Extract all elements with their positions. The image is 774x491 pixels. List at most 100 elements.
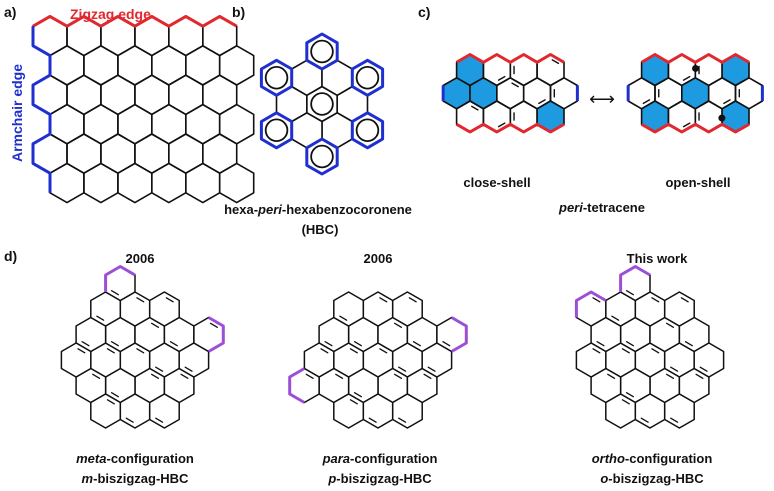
hbc-edge-ring: [305, 137, 339, 176]
lattice-ring: [218, 103, 255, 145]
double-bond: [592, 348, 601, 354]
lattice-ring: [117, 103, 153, 145]
clar-circle: [310, 92, 334, 116]
resonance-arrow: ⟷: [589, 89, 615, 109]
double-bond: [723, 99, 731, 105]
zigzag-highlight: [104, 265, 136, 292]
double-bond: [651, 297, 660, 303]
double-bond: [353, 392, 363, 398]
double-bond: [106, 399, 115, 405]
lattice-ring: [185, 103, 221, 145]
double-bond: [324, 341, 333, 347]
graphene-lattice: [31, 14, 255, 204]
radical-dot: [718, 114, 726, 122]
lattice-ring: [49, 162, 85, 204]
ring: [333, 291, 365, 327]
lattice-ring: [151, 162, 187, 204]
ortho-configuration-label: ortho-configuration: [591, 451, 713, 466]
double-bond: [665, 322, 675, 328]
double-bond: [621, 399, 630, 405]
double-bond: [538, 99, 546, 105]
o-biszigzag-hbc-molecule: [574, 265, 725, 429]
armchair-edge-label: Armchair edge: [9, 63, 25, 163]
double-bond: [393, 322, 403, 328]
peri-tetracene-open-shell: [626, 53, 764, 134]
zigzag-edge-label: Zigzag edge: [70, 6, 151, 22]
hbc-edge-ring: [350, 58, 385, 97]
zigzag-highlight: [450, 316, 468, 353]
clar-circle: [355, 118, 380, 143]
lattice-ring: [134, 133, 170, 174]
lattice-ring: [218, 162, 255, 204]
double-bond: [81, 341, 90, 347]
zigzag-highlight: [288, 367, 306, 404]
panel-b-label: b): [232, 4, 246, 20]
double-bond: [349, 348, 358, 354]
lattice-ring: [151, 44, 187, 86]
zigzag-edge-line: [640, 122, 750, 134]
double-bond: [625, 392, 635, 398]
double-bond: [92, 373, 101, 379]
double-bond: [155, 366, 164, 372]
lattice-ring: [83, 44, 119, 86]
hbc-molecule: [259, 32, 385, 176]
ring: [605, 393, 637, 429]
double-bond: [497, 122, 506, 128]
hbc-edge-ring: [259, 58, 294, 97]
zigzag-highlight: [619, 265, 651, 292]
double-bond: [408, 297, 417, 303]
ring: [333, 393, 365, 429]
lattice-ring: [202, 133, 238, 174]
double-bond: [379, 297, 388, 303]
lattice-ring: [185, 162, 221, 204]
double-bond: [335, 373, 344, 379]
panel-d-label: d): [4, 248, 18, 264]
ring: [148, 393, 180, 429]
double-bond: [670, 366, 679, 372]
m-biszigzag-hbc-label: m-biszigzag-HBC: [81, 471, 189, 486]
double-bond: [125, 417, 134, 423]
p-biszigzag-hbc-label: p-biszigzag-HBC: [328, 471, 432, 486]
year-label-ortho: This work: [626, 251, 688, 266]
double-bond: [625, 341, 635, 347]
double-bond: [471, 105, 479, 111]
double-bond: [184, 366, 193, 372]
lattice-ring: [151, 103, 187, 145]
ring: [90, 393, 122, 429]
double-bond: [497, 75, 506, 81]
lattice-ring: [117, 44, 153, 86]
double-bond: [551, 59, 560, 65]
lattice-ring: [49, 44, 85, 86]
double-bond: [349, 399, 358, 405]
lattice-ring: [100, 133, 136, 174]
para-configuration-label: para-configuration: [322, 451, 438, 466]
double-bond: [136, 348, 145, 354]
double-bond: [150, 373, 160, 379]
double-bond: [642, 99, 651, 105]
ring: [148, 291, 180, 327]
lattice-ring: [168, 133, 204, 174]
double-bond: [607, 373, 616, 379]
zigzag-edge-line: [455, 53, 565, 64]
double-bond: [398, 417, 407, 423]
zigzag-edge-line: [455, 122, 565, 134]
double-bond: [110, 290, 120, 296]
double-bond: [209, 322, 218, 328]
double-bond: [511, 82, 519, 88]
peri-tetracene-close-shell: [441, 53, 579, 134]
radical-dot: [692, 64, 700, 72]
double-bond: [398, 366, 407, 372]
double-bond: [368, 417, 377, 423]
o-biszigzag-hbc-label: o-biszigzag-HBC: [600, 471, 704, 486]
double-bond: [680, 297, 689, 303]
double-bond: [339, 315, 348, 321]
hbc-edge-ring: [305, 32, 339, 71]
ring: [391, 393, 423, 429]
double-bond: [665, 373, 675, 379]
year-label-para: 2006: [363, 251, 393, 266]
double-bond: [699, 366, 708, 372]
double-bond: [412, 341, 421, 347]
double-bond: [393, 373, 403, 379]
lattice-ring: [117, 162, 153, 204]
